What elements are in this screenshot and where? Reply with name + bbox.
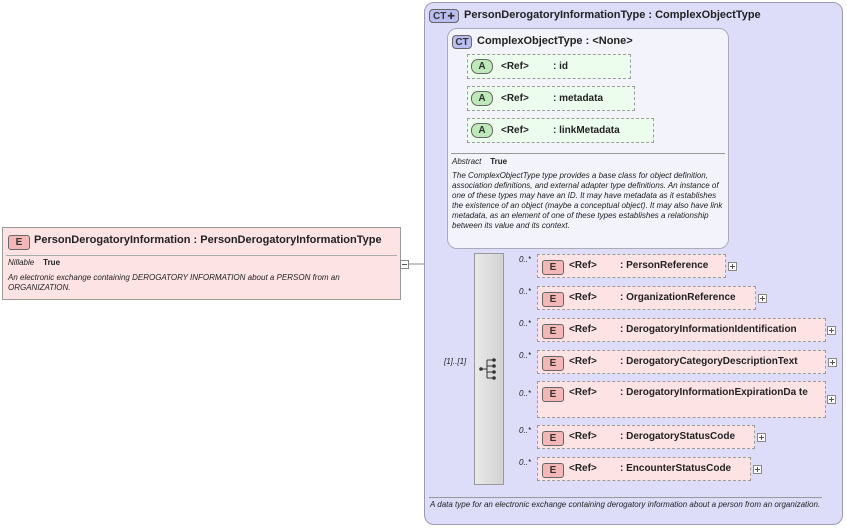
complex-type-description: A data type for an electronic exchange c… [430,500,821,509]
sequence-occurrence: [1]..[1] [444,357,467,366]
child-ref: <Ref> [569,324,597,335]
base-type-title: ComplexObjectType : <None> [477,35,633,47]
child-name: : DerogatoryInformationExpirationDa te [620,387,808,398]
element-description: An electronic exchange containing DEROGA… [8,273,340,292]
collapse-toggle-icon[interactable] [400,260,409,269]
child-badge-icon: E [542,260,564,275]
complex-type-title: PersonDerogatoryInformationType : Comple… [464,9,761,21]
child-occurrence: 0..* [519,287,532,296]
attribute-ref: <Ref> [501,61,529,72]
element-nillable: Nillable True [8,258,60,267]
expand-icon[interactable] [828,358,837,367]
attribute-id[interactable]: A <Ref> : id [467,54,631,79]
child-badge-icon: E [542,387,564,402]
nillable-value: True [43,258,61,267]
complex-type-base: : ComplexObjectType [648,9,761,21]
expand-icon[interactable] [758,294,767,303]
attribute-link-metadata[interactable]: A <Ref> : linkMetadata [467,118,654,143]
attribute-name: : metadata [553,93,604,104]
element-type: : PersonDerogatoryInformationType [193,234,382,246]
base-type-base: : <None> [585,35,633,47]
sequence-compositor[interactable] [474,253,504,485]
child-occurrence: 0..* [519,458,532,467]
child-name: : DerogatoryInformationIdentification [620,324,797,335]
attribute-name: : id [553,61,568,72]
element-name: PersonDerogatoryInformation [34,234,191,246]
child-occurrence: 0..* [519,319,532,328]
attribute-ref: <Ref> [501,93,529,104]
child-badge-icon: E [542,324,564,339]
child-organization-reference[interactable]: E <Ref> : OrganizationReference [537,286,756,310]
child-name: : OrganizationReference [620,292,736,303]
attribute-metadata[interactable]: A <Ref> : metadata [467,86,635,111]
child-badge-icon: E [542,431,564,446]
base-type-badge-icon: CT [452,35,472,49]
expand-icon[interactable] [728,262,737,271]
child-derogatory-category-description-text[interactable]: E <Ref> : DerogatoryCategoryDescriptionT… [537,350,826,374]
child-badge-icon: E [542,356,564,371]
complex-type-badge-icon: CT✚ [429,9,459,23]
base-type-divider [451,153,725,154]
child-derogatory-information-expiration-date[interactable]: E <Ref> : DerogatoryInformationExpiratio… [537,381,826,418]
attribute-badge-icon: A [471,123,493,138]
complex-type-name: PersonDerogatoryInformationType [464,9,646,21]
extension-plus-icon: ✚ [447,10,455,21]
expand-icon[interactable] [757,433,766,442]
child-occurrence: 0..* [519,426,532,435]
child-ref: <Ref> [569,463,597,474]
child-derogatory-information-identification[interactable]: E <Ref> : DerogatoryInformationIdentific… [537,318,826,342]
child-name: : DerogatoryStatusCode [620,431,736,442]
expand-icon[interactable] [753,465,762,474]
child-ref: <Ref> [569,260,597,271]
child-encounter-status-code[interactable]: E <Ref> : EncounterStatusCode [537,457,751,481]
expand-icon[interactable] [827,326,836,335]
element-divider [6,255,397,256]
child-name: : PersonReference [620,260,709,271]
abstract-label: Abstract [452,157,482,166]
element-badge-icon: E [8,235,30,250]
child-ref: <Ref> [569,387,597,398]
child-person-reference[interactable]: E <Ref> : PersonReference [537,254,726,278]
child-ref: <Ref> [569,292,597,303]
sequence-icon [479,358,496,380]
child-badge-icon: E [542,292,564,307]
child-ref: <Ref> [569,431,597,442]
child-occurrence: 0..* [519,389,532,398]
child-name: : DerogatoryCategoryDescriptionText [620,356,798,367]
child-badge-icon: E [542,463,564,478]
child-ref: <Ref> [569,356,597,367]
abstract-value: True [490,157,508,166]
child-name: : EncounterStatusCode [620,463,732,474]
attribute-badge-icon: A [471,91,493,106]
base-type-description: The ComplexObjectType type provides a ba… [452,171,723,230]
complex-type-divider [429,497,822,498]
attribute-ref: <Ref> [501,125,529,136]
element-title: PersonDerogatoryInformation : PersonDero… [34,234,382,246]
child-occurrence: 0..* [519,351,532,360]
base-type-box[interactable]: CT ComplexObjectType : <None> A <Ref> : … [447,28,729,249]
base-type-abstract: Abstract True [452,157,507,166]
element-person-derogatory-information[interactable]: E PersonDerogatoryInformation : PersonDe… [2,227,401,300]
base-type-name: ComplexObjectType [477,35,583,47]
nillable-label: Nillable [8,258,35,267]
child-derogatory-status-code[interactable]: E <Ref> : DerogatoryStatusCode [537,425,755,449]
child-occurrence: 0..* [519,255,532,264]
attribute-badge-icon: A [471,59,493,74]
attribute-name: : linkMetadata [553,125,620,136]
expand-icon[interactable] [827,395,836,404]
